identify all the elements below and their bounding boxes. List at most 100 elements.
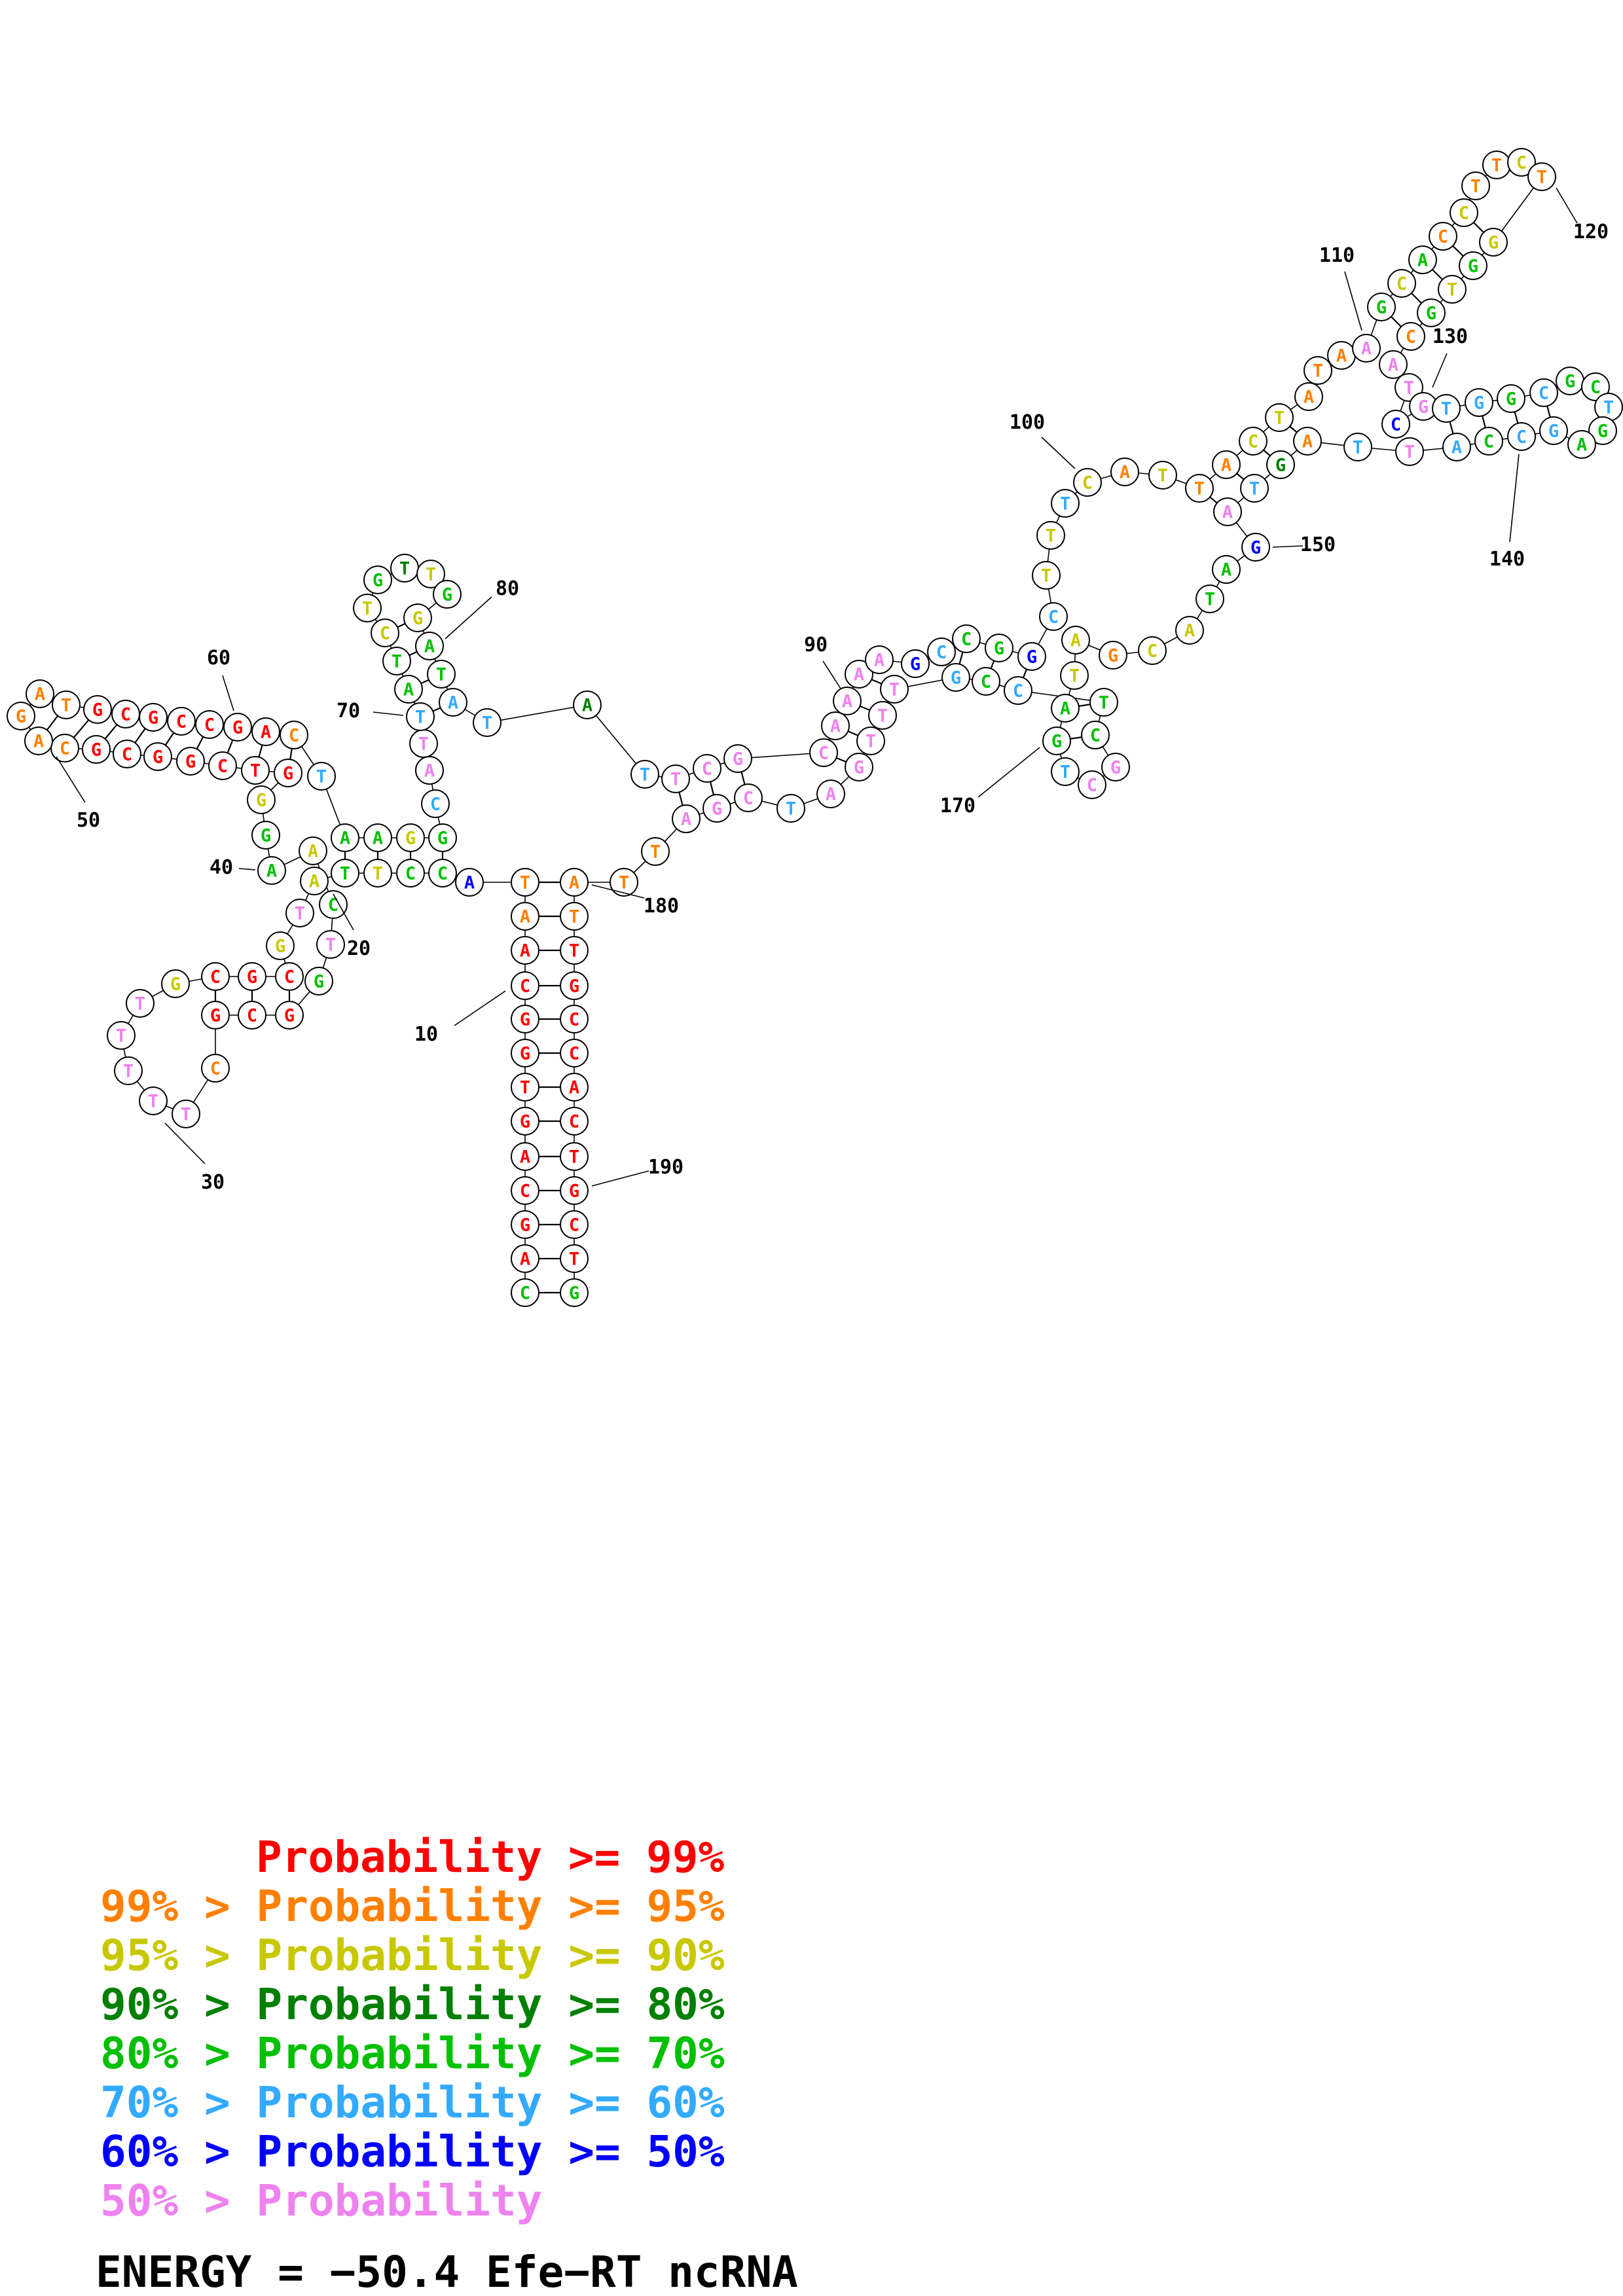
nucleotide-T: T (1594, 393, 1623, 422)
nucleotide-letter: G (854, 757, 864, 778)
nucleotide-letter: T (415, 707, 426, 727)
nucleotide-C: C (1450, 198, 1478, 227)
nucleotide-circle (560, 1210, 589, 1239)
nucleotide-letter: C (961, 629, 972, 649)
nucleotide-letter: C (569, 1215, 579, 1235)
nucleotide-letter: A (1221, 455, 1231, 475)
nucleotide-letter: G (210, 1005, 221, 1026)
nucleotide-letter: T (1353, 437, 1363, 457)
nucleotide-circle (416, 560, 445, 588)
nucleotide-circle (143, 742, 172, 771)
nucleotide-circle (24, 726, 53, 755)
nucleotide-letter: G (412, 608, 423, 628)
nucleotide-circle (275, 1001, 304, 1030)
nucleotide-G: G (1101, 753, 1130, 781)
position-label: 10 (414, 1023, 438, 1046)
nucleotide-letter: T (889, 679, 900, 700)
nucleotide-G: G (1417, 298, 1446, 327)
nucleotide-circle (511, 868, 539, 897)
backbone-segment (486, 704, 588, 723)
nucleotide-circle (941, 663, 970, 692)
nucleotide-circle (403, 603, 432, 632)
nucleotide-letter: C (569, 1009, 579, 1030)
nucleotide-A: A (1379, 350, 1408, 379)
nucleotide-circle (299, 836, 327, 865)
nucleotide-letter: A (520, 1249, 530, 1269)
nucleotide-G: G (223, 713, 252, 742)
nucleotide-circle (274, 759, 302, 787)
nucleotide-A: A (1567, 430, 1596, 459)
nucleotide-circle (26, 679, 54, 708)
nucleotide-letter: A (1120, 462, 1130, 482)
nucleotide-letter: C (217, 756, 228, 776)
nucleotide-letter: T (1194, 478, 1205, 499)
nucleotide-circle (693, 754, 721, 783)
nucleotide-circle (1465, 388, 1493, 417)
nucleotide-letter: G (1426, 303, 1436, 323)
nucleotide-letter: G (283, 763, 293, 783)
nucleotide-letter: G (437, 828, 448, 848)
nucleotide-letter: A (373, 828, 383, 848)
position-label-line (822, 660, 841, 689)
nucleotide-letter: C (60, 738, 70, 759)
nucleotide-letter: T (295, 903, 305, 924)
nucleotide-T: T (641, 837, 670, 866)
nucleotide-circle (1396, 322, 1425, 351)
nucleotide-C: C (1529, 378, 1558, 407)
nucleotide-G: G (1588, 416, 1617, 445)
nucleotide-circle (83, 695, 112, 724)
nucleotide-letter: T (340, 863, 350, 884)
nucleotide-G: G (1539, 416, 1568, 445)
nucleotide-circle (511, 1244, 539, 1273)
position-label-line (591, 1170, 649, 1187)
nucleotide-letter: T (426, 564, 436, 584)
nucleotide-A: A (251, 717, 280, 746)
nucleotide-A: A (24, 726, 53, 755)
nucleotide-circle (1588, 416, 1617, 445)
nucleotide-circle (126, 989, 155, 1018)
nucleotide-letter: A (448, 692, 458, 713)
nucleotide-G: G (266, 931, 295, 960)
nucleotide-letter: T (436, 664, 447, 685)
nucleotide-circle (511, 1039, 539, 1067)
nucleotide-circle (363, 823, 392, 852)
nucleotide-circle (1432, 394, 1461, 423)
nucleotide-circle (511, 1005, 539, 1033)
nucleotide-circle (1239, 427, 1267, 456)
nucleotide-C: C (1474, 427, 1503, 456)
nucleotide-circle (723, 744, 752, 773)
nucleotide-circle (331, 859, 359, 888)
nucleotide-circle (856, 726, 885, 755)
nucleotide-G: G (1017, 642, 1046, 671)
nucleotide-letter: T (640, 764, 650, 785)
nucleotide-G: G (304, 967, 333, 996)
nucleotide-letter: C (981, 672, 991, 692)
nucleotide-T: T (406, 702, 435, 731)
nucleotide-G: G (403, 603, 432, 632)
nucleotide-letter: T (250, 761, 261, 781)
nucleotide-letter: T (1470, 176, 1481, 196)
nucleotide-circle (1081, 721, 1110, 749)
nucleotide-circle (560, 1176, 589, 1205)
nucleotide-letter: A (424, 761, 435, 781)
nucleotide-letter: A (309, 871, 319, 891)
position-label-line (333, 893, 354, 931)
nucleotide-C: C (1138, 636, 1167, 665)
nucleotide-circle (1042, 726, 1071, 755)
nucleotide-circle (280, 721, 308, 749)
nucleotide-circle (139, 703, 168, 732)
nucleotide-circle (1408, 245, 1437, 274)
nucleotide-A: A (331, 823, 359, 852)
nucleotide-letter: G (92, 700, 103, 720)
nucleotide-T: T (560, 936, 589, 965)
nucleotide-circle (1442, 433, 1471, 461)
nucleotide-G: G (723, 744, 752, 773)
nucleotide-circle (776, 794, 805, 823)
nucleotide-T: T (126, 989, 155, 1018)
nucleotide-T: T (1343, 433, 1372, 461)
nucleotide-circle (433, 580, 462, 609)
nucleotide-letter: C (1516, 152, 1527, 173)
nucleotide-circle (251, 821, 280, 850)
nucleotide-letter: A (1184, 620, 1195, 641)
